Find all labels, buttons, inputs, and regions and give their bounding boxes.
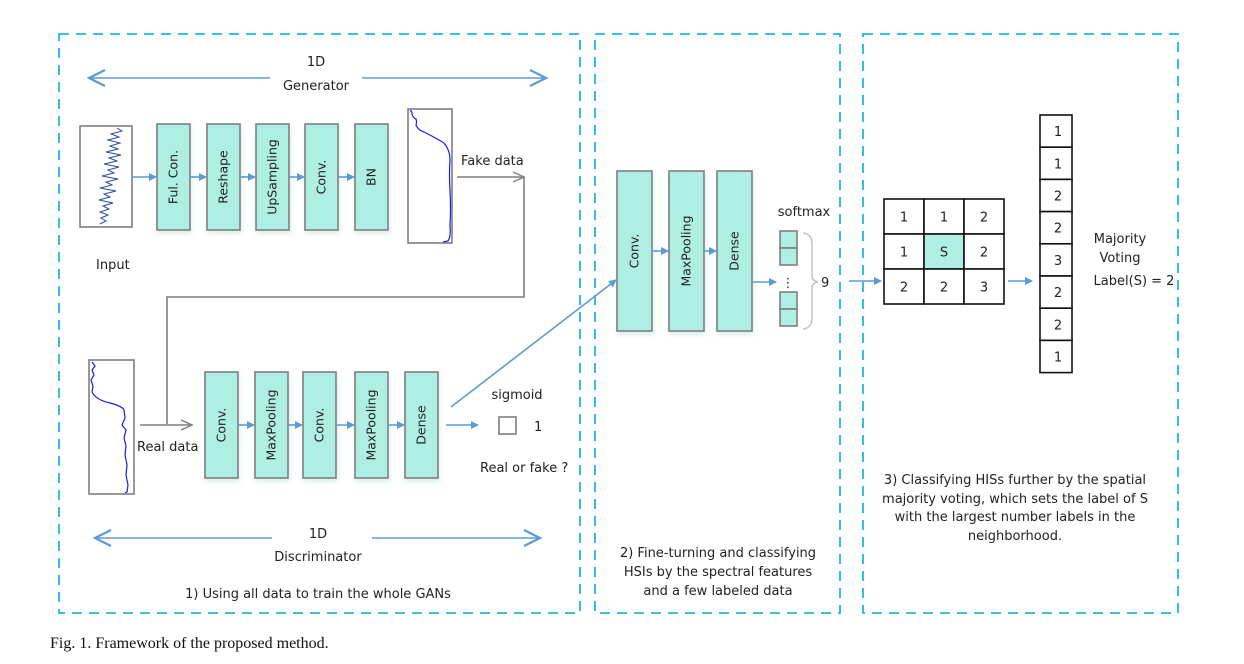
figure-caption: Fig. 1. Framework of the proposed method… [50, 635, 329, 652]
generator-block-label: UpSampling [265, 139, 280, 215]
column-cell-value: 2 [1054, 286, 1062, 301]
voting-label: Voting [1099, 251, 1140, 266]
sigmoid-label: sigmoid [491, 388, 542, 403]
classifier-block [616, 170, 653, 332]
grid-cell-value: 2 [940, 281, 948, 296]
panel3-caption-line: majority voting, which sets the label of… [882, 492, 1148, 507]
grid-cell-value: 2 [980, 211, 988, 226]
classifier-blocks: Conv. MaxPooling Dense [616, 170, 753, 332]
grid-cell [883, 268, 925, 305]
grid-cell-value: 1 [900, 246, 908, 261]
panel3-caption-line: 3) Classifying HISs further by the spati… [884, 473, 1146, 488]
softmax-unit [779, 308, 798, 327]
panel2-caption-line: and a few labeled data [643, 584, 792, 599]
label-column: 1 1 2 2 3 2 2 1 [1039, 114, 1073, 374]
discriminator-block-label: Conv. [214, 408, 229, 443]
column-cell-value: 1 [1054, 351, 1062, 366]
softmax-ellipsis: ⋮ [782, 276, 795, 291]
generator-block-label: Ful. Con. [166, 150, 181, 204]
softmax-brace [802, 232, 819, 330]
generator-label-bottom: Generator [283, 79, 350, 94]
softmax-label: softmax [778, 205, 831, 220]
grid-cell [963, 268, 1005, 305]
column-cell-value: 1 [1054, 157, 1062, 172]
discriminator-block [404, 371, 439, 479]
panel2-caption-line: HSIs by the spectral features [624, 565, 813, 580]
real-or-fake-label: Real or fake ? [480, 461, 568, 476]
real-data-plot [88, 359, 135, 495]
grid-cell-value: 2 [900, 281, 908, 296]
panel3-caption-line: neighborhood. [968, 529, 1062, 544]
fake-data-label: Fake data [461, 154, 524, 169]
fake-spectrum-icon [409, 110, 452, 243]
classifier-block-label: MaxPooling [679, 215, 694, 286]
column-cell [1039, 339, 1073, 374]
label-result: Label(S) = 2 [1094, 274, 1175, 289]
column-cell-value: 1 [1054, 125, 1062, 140]
noise-signal-icon [98, 127, 124, 225]
grid-cell [923, 268, 965, 305]
transfer-weights-arrow [450, 279, 617, 408]
column-cell-value: 2 [1054, 190, 1062, 205]
fake-data-plot [407, 108, 453, 244]
discriminator-label-top: 1D [309, 527, 327, 542]
generator-block-label: BN [364, 168, 379, 186]
discriminator-blocks: Conv. MaxPooling Conv. MaxPooling Dense [204, 371, 439, 479]
grid-cell-value: 1 [900, 211, 908, 226]
classifier-block-label: Dense [727, 231, 742, 271]
panel2-caption-line: 2) Fine-turning and classifying [620, 546, 816, 561]
discriminator-block [204, 371, 239, 479]
discriminator-block-label: Conv. [312, 408, 327, 443]
softmax-unit [779, 247, 798, 266]
grid-cell [963, 233, 1005, 270]
discriminator-block-label: Dense [414, 405, 429, 445]
panel2-caption: 2) Fine-turning and classifying HSIs by … [620, 546, 816, 599]
discriminator-block [302, 371, 337, 479]
discriminator-block-label: MaxPooling [264, 389, 279, 460]
generator-block [206, 123, 241, 231]
generator-blocks: Ful. Con. Reshape UpSampling Conv. BN [132, 123, 389, 231]
grid-cell-value: 2 [980, 246, 988, 261]
discriminator-block-label: MaxPooling [364, 389, 379, 460]
generator-block [255, 123, 290, 231]
softmax-unit [779, 291, 798, 310]
panel1-caption: 1) Using all data to train the whole GAN… [185, 587, 451, 602]
classifier-block-label: Conv. [627, 234, 642, 269]
sigmoid-units-count: 1 [534, 420, 542, 435]
softmax-units [779, 230, 798, 327]
generator-block [354, 123, 389, 231]
grid-cell [923, 198, 965, 235]
classifier-block [716, 170, 753, 332]
grid-cell-value: 3 [980, 281, 988, 296]
generator-block-label: Conv. [314, 160, 329, 195]
real-spectrum-icon [90, 361, 129, 494]
panel1-frame [58, 33, 581, 614]
grid-cell-value: 1 [940, 211, 948, 226]
panel2-frame [594, 33, 841, 614]
panel3-frame [862, 33, 1179, 614]
panel3-caption: 3) Classifying HISs further by the spati… [882, 473, 1148, 544]
column-cell [1039, 307, 1073, 342]
generator-block-label: Reshape [216, 150, 231, 204]
column-cell-value: 2 [1054, 318, 1062, 333]
column-cell-value: 3 [1054, 254, 1062, 269]
real-data-label: Real data [137, 440, 198, 455]
majority-label: Majority [1094, 232, 1147, 247]
grid-cell-value: S [940, 246, 948, 261]
sigmoid-unit [498, 416, 517, 435]
grid-cell [923, 233, 965, 270]
input-label: Input [96, 258, 130, 273]
column-cell-value: 2 [1054, 222, 1062, 237]
generator-label-top: 1D [307, 55, 325, 70]
softmax-unit [779, 230, 798, 249]
panel3-caption-line: with the largest number labels in the [895, 510, 1136, 525]
discriminator-label-bottom: Discriminator [274, 550, 362, 565]
num-classes-label: 9 [821, 276, 829, 291]
generator-block [304, 123, 339, 231]
column-cell [1039, 178, 1073, 213]
fake-to-discriminator-connector [166, 177, 525, 424]
